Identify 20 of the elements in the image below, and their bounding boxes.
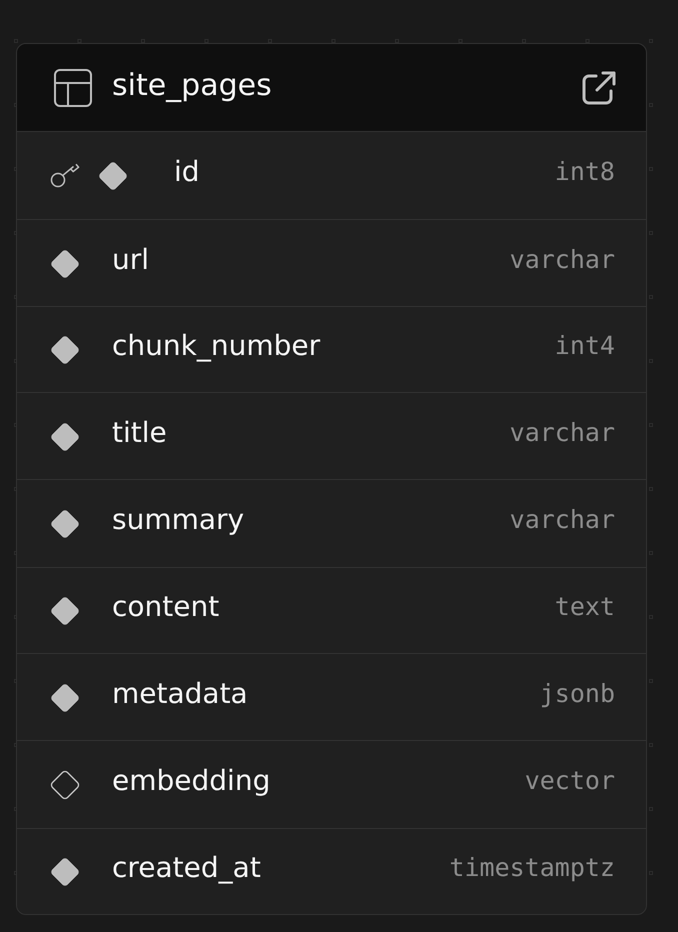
column-name: summary [112, 503, 244, 537]
column-type: timestamptz [449, 853, 615, 883]
column-type: varchar [510, 418, 615, 448]
column-type: text [554, 592, 615, 622]
table-card [16, 43, 647, 915]
column-type: int8 [554, 157, 615, 187]
column-type: varchar [510, 244, 615, 274]
column-type: jsonb [540, 678, 615, 708]
column-name: metadata [112, 676, 248, 710]
table-name: site_pages [112, 68, 272, 104]
column-name: embedding [112, 764, 270, 798]
column-type: int4 [554, 331, 615, 361]
column-name: chunk_number [112, 329, 320, 363]
column-name: created_at [112, 851, 261, 885]
column-type: vector [524, 766, 615, 796]
column-name: id [174, 155, 200, 189]
column-name: content [112, 590, 220, 624]
column-name: url [112, 242, 150, 276]
column-type: varchar [510, 505, 615, 535]
column-name: title [112, 416, 167, 450]
